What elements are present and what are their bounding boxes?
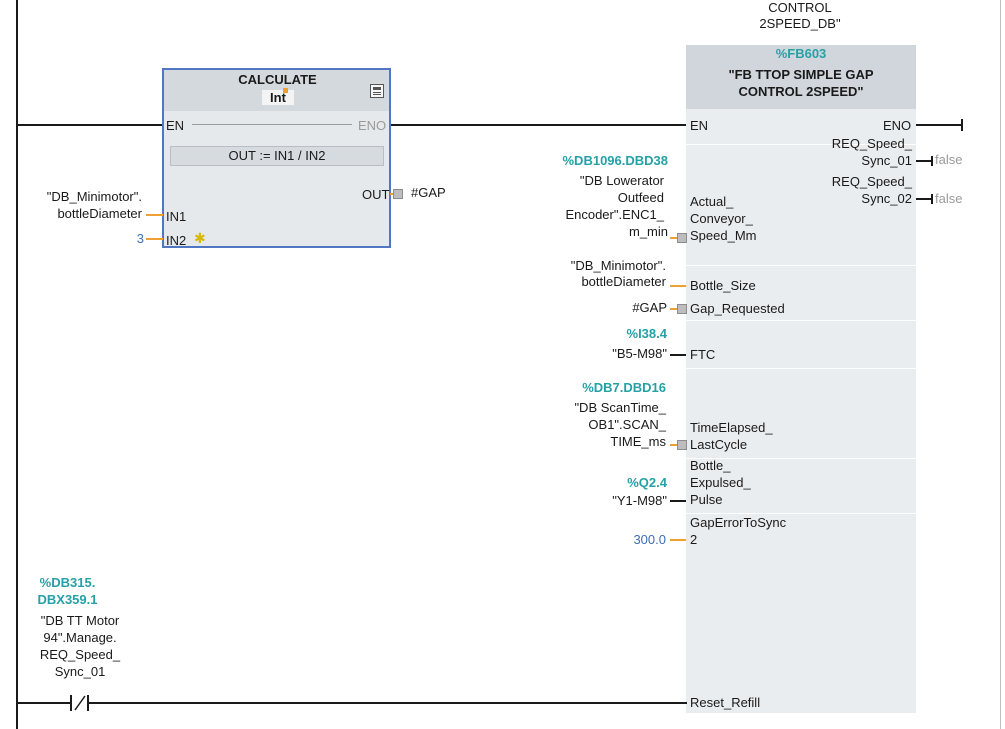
gaperr-pin-line1: GapErrorToSync: [690, 515, 787, 530]
calculate-expression[interactable]: OUT := IN1 / IN2: [170, 146, 384, 166]
fb603-header: [686, 45, 916, 109]
contact-operand-line3[interactable]: REQ_Speed_: [39, 647, 121, 662]
speed-operand-line2[interactable]: Outfeed: [617, 190, 664, 205]
fb603-box[interactable]: [686, 45, 916, 713]
fb-eno-pin: ENO: [883, 118, 912, 133]
contact-operand-line2[interactable]: 94".Manage.: [43, 630, 117, 645]
calc-in1-wire: [146, 214, 163, 216]
calc-in2-wire: [146, 238, 163, 240]
reset-pin: Reset_Refill: [690, 695, 761, 710]
type-dropdown-marker-icon: [283, 88, 288, 93]
gap-pin: Gap_Requested: [690, 301, 785, 316]
fb-out2-value[interactable]: false: [935, 191, 963, 206]
add-input-star-icon[interactable]: ✱: [194, 230, 206, 246]
left-power-rail: [16, 0, 18, 729]
gaperr-pin-line2: 2: [690, 532, 698, 547]
eno-wire-end: [961, 119, 963, 131]
calc-out-pin: OUT: [362, 187, 390, 202]
speed-pin-line1: Actual_: [690, 194, 734, 209]
speed-operand-line3[interactable]: Encoder".ENC1_: [565, 207, 664, 222]
calc-in2-value[interactable]: 3: [136, 231, 144, 246]
eno-wire-out: [916, 124, 962, 126]
contact-address-line1: %DB315.: [39, 575, 96, 590]
bottle-pin: Bottle_Size: [690, 278, 756, 293]
expulsed-pin-line1: Bottle_: [690, 458, 731, 473]
gap-conversion-marker-icon: [677, 304, 687, 314]
calculator-icon[interactable]: [370, 84, 384, 98]
contact-address-line2: DBX359.1: [37, 592, 98, 607]
time-operand-line2[interactable]: OB1".SCAN_: [588, 417, 666, 432]
calc-en-eno-line: [192, 124, 352, 125]
nc-contact-left-bar[interactable]: [70, 695, 72, 711]
time-operand-line3[interactable]: TIME_ms: [610, 434, 666, 449]
fb-out1-wire: [916, 160, 932, 162]
calc-in1-operand-line2[interactable]: bottleDiameter: [57, 206, 142, 221]
fb-name-line2: CONTROL 2SPEED": [738, 84, 864, 99]
calculate-type-selector[interactable]: Int: [262, 90, 294, 105]
ftc-wire: [670, 354, 686, 356]
instance-db-label-line1: CONTROL: [768, 0, 832, 15]
nc-contact-right-bar[interactable]: [87, 695, 89, 711]
speed-address: %DB1096.DBD38: [562, 153, 669, 168]
reset-wire-left: [17, 702, 70, 704]
ftc-operand[interactable]: "B5-M98": [612, 346, 667, 361]
time-operand-line1[interactable]: "DB ScanTime_: [574, 400, 666, 415]
fb-sep-1: [686, 144, 916, 145]
fb-address: %FB603: [775, 46, 827, 61]
fb-out2-pin-line2: Sync_02: [861, 191, 912, 206]
calc-in2-pin: IN2: [166, 233, 187, 248]
ftc-address: %I38.4: [626, 326, 667, 341]
fb-out1-value[interactable]: false: [935, 152, 963, 167]
nc-contact-diagonal-icon: [73, 695, 87, 711]
fb-en-pin: EN: [690, 118, 709, 133]
time-pin-line1: TimeElapsed_: [690, 420, 773, 435]
gap-operand[interactable]: #GAP: [632, 300, 667, 315]
fb-out2-wire: [916, 198, 932, 200]
fb-sep-5: [686, 458, 916, 459]
calc-en-pin: EN: [166, 118, 185, 133]
fb-out1-pin-line2: Sync_01: [861, 153, 912, 168]
calc-out-operand[interactable]: #GAP: [411, 185, 446, 200]
time-pin-line2: LastCycle: [690, 437, 748, 452]
out-negation-marker-icon: [393, 189, 403, 199]
ftc-pin: FTC: [690, 347, 716, 362]
speed-pin-line2: Conveyor_: [690, 211, 753, 226]
expulsed-operand[interactable]: "Y1-M98": [612, 493, 667, 508]
calc-eno-pin: ENO: [358, 118, 387, 133]
instance-db-label-line2: 2SPEED_DB": [759, 16, 841, 31]
fb-out1-pin-line1: REQ_Speed_: [831, 136, 912, 151]
en-wire-rail-to-calc: [17, 124, 163, 126]
speed-conversion-marker-icon: [677, 233, 687, 243]
fb-sep-4: [686, 368, 916, 369]
bottle-operand-line1[interactable]: "DB_Minimotor".: [570, 258, 666, 273]
contact-operand-line1[interactable]: "DB TT Motor: [40, 613, 120, 628]
expulsed-pin-line2: Expulsed_: [690, 475, 751, 490]
calc-in1-pin: IN1: [166, 209, 187, 224]
speed-pin-line3: Speed_Mm: [690, 228, 757, 243]
fb-out2-pin-line1: REQ_Speed_: [831, 174, 912, 189]
fb-name-line1: "FB TTOP SIMPLE GAP: [728, 67, 874, 82]
time-address: %DB7.DBD16: [582, 380, 666, 395]
fb-sep-3: [686, 320, 916, 321]
gaperr-value[interactable]: 300.0: [633, 532, 666, 547]
fb-sep-2: [686, 265, 916, 266]
speed-operand-line4[interactable]: m_min: [628, 224, 668, 239]
contact-operand-line4[interactable]: Sync_01: [54, 664, 106, 679]
calculate-title: CALCULATE: [238, 72, 317, 87]
fb-out2-wire-end: [931, 194, 933, 204]
right-edge-line: [1000, 0, 1001, 729]
fb-out1-wire-end: [931, 156, 933, 166]
expulsed-wire: [670, 500, 686, 502]
calc-in1-operand-line1[interactable]: "DB_Minimotor".: [46, 189, 142, 204]
bottle-wire: [670, 285, 686, 287]
gaperr-wire: [670, 539, 686, 541]
reset-wire-right: [89, 702, 687, 704]
expulsed-address: %Q2.4: [627, 475, 667, 490]
fb-sep-6: [686, 513, 916, 514]
expulsed-pin-line3: Pulse: [690, 492, 723, 507]
time-conversion-marker-icon: [677, 440, 687, 450]
bottle-operand-line2[interactable]: bottleDiameter: [581, 274, 666, 289]
en-wire-calc-to-fb: [390, 124, 687, 126]
speed-operand-line1[interactable]: "DB Lowerator: [579, 173, 664, 188]
